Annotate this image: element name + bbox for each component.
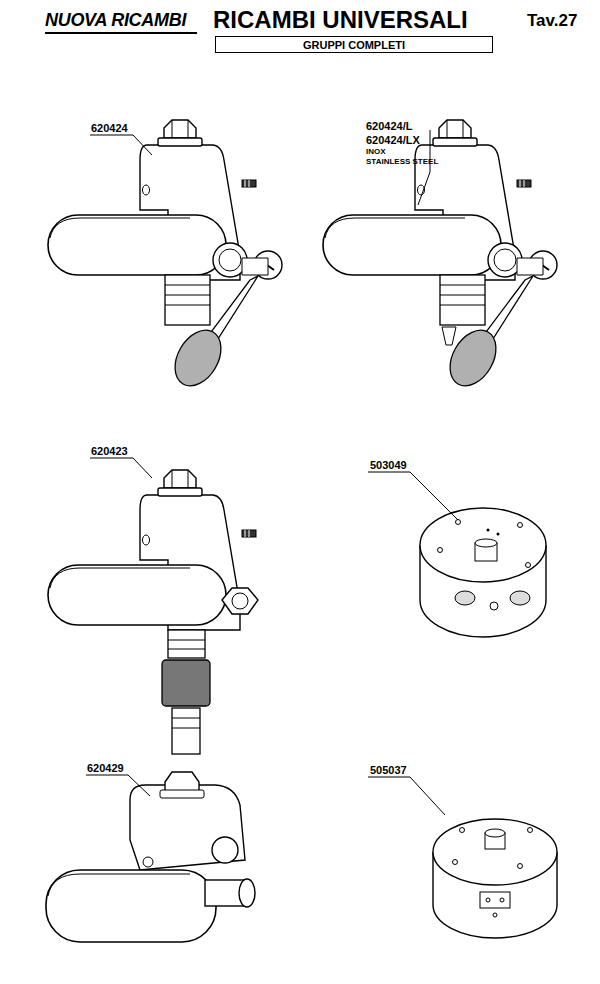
part-number: 620423 bbox=[91, 445, 128, 457]
section-box: GRUPPI COMPLETI bbox=[215, 36, 493, 53]
part-number: 503049 bbox=[370, 459, 407, 471]
page-title: RICAMBI UNIVERSALI bbox=[213, 7, 468, 33]
part-number: 505037 bbox=[370, 764, 407, 776]
material-note: STAINLESS STEEL bbox=[366, 158, 438, 167]
material-note: INOX bbox=[366, 148, 386, 157]
plate-number: Tav.27 bbox=[527, 12, 577, 31]
part-number: 620424/L bbox=[366, 120, 412, 132]
part-number: 620429 bbox=[87, 762, 124, 774]
section-heading: GRUPPI COMPLETI bbox=[303, 39, 405, 51]
brand-logo: NUOVA RICAMBI bbox=[45, 11, 186, 31]
part-number: 620424/LX bbox=[366, 134, 420, 146]
part-number: 620424 bbox=[91, 122, 128, 134]
